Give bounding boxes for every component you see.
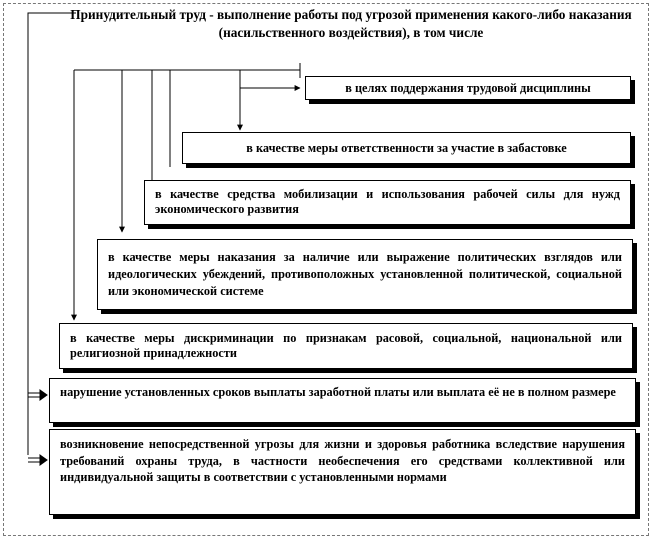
item-labor-mobilization: в качестве средства мобилизации и исполь… <box>144 180 631 225</box>
item-political-views: в качестве меры наказания за наличие или… <box>97 239 633 310</box>
item-wage-violation: нарушение установленных сроков выплаты з… <box>49 378 636 423</box>
double-arrow-item-6 <box>28 389 48 401</box>
item-discrimination: в качестве меры дискриминации по признак… <box>59 323 633 369</box>
item-strike-participation: в качестве меры ответственности за участ… <box>182 132 631 164</box>
diagram-frame <box>3 3 649 536</box>
item-safety-threat: возникновение непосредственной угрозы дл… <box>49 429 636 515</box>
item-labor-discipline: в целях поддержания трудовой дисциплины <box>305 76 631 100</box>
diagram-title: Принудительный труд - выполнение работы … <box>70 7 632 40</box>
outer-bracket-line <box>27 12 76 455</box>
double-arrow-item-7 <box>28 454 48 466</box>
